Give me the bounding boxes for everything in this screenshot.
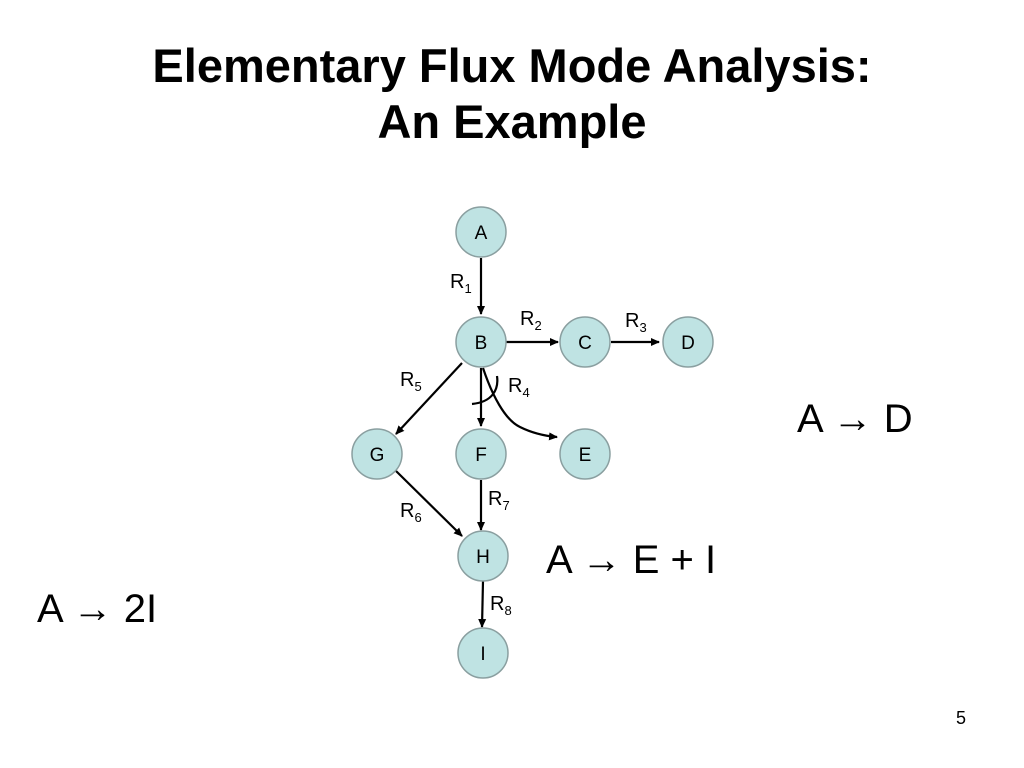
edge-r4-junction-arc — [471, 375, 499, 406]
reaction-label-r7: R7 — [488, 488, 510, 513]
metabolite-node-a: A — [455, 206, 507, 258]
reaction-label-r6: R6 — [400, 500, 422, 525]
edge-r4-to-e — [481, 367, 558, 441]
mode-a-to-d: A → D — [797, 397, 913, 441]
mode-a-to-e-plus-i: A → E + I — [546, 538, 717, 582]
svg-text:E: E — [579, 445, 592, 466]
edge-r5 — [395, 362, 463, 435]
svg-text:C: C — [578, 333, 592, 354]
metabolite-node-e: E — [559, 428, 611, 480]
metabolite-node-b: B — [455, 316, 507, 368]
reaction-label-r8: R8 — [490, 593, 512, 618]
metabolite-node-h: H — [457, 530, 509, 582]
svg-text:A: A — [475, 223, 488, 244]
page-number: 5 — [955, 708, 966, 728]
reaction-label-r5: R5 — [400, 369, 422, 394]
metabolite-node-f: F — [455, 428, 507, 480]
reaction-label-r2: R2 — [520, 308, 542, 333]
slide-title: Elementary Flux Mode Analysis: An Exampl… — [0, 38, 1024, 150]
svg-text:B: B — [475, 333, 488, 354]
edge-r6 — [394, 469, 463, 537]
svg-text:D: D — [681, 333, 695, 354]
edge-r8 — [478, 580, 487, 628]
metabolite-node-i: I — [457, 627, 509, 679]
reaction-label-r3: R3 — [625, 310, 647, 335]
metabolite-node-c: C — [559, 316, 611, 368]
metabolite-node-g: G — [351, 428, 403, 480]
mode-a-to-2i: A → 2I — [37, 587, 158, 631]
svg-text:F: F — [475, 445, 487, 466]
reaction-label-r4: R4 — [508, 375, 530, 400]
title-line-1: Elementary Flux Mode Analysis: — [152, 39, 872, 92]
title-line-2: An Example — [377, 95, 647, 148]
metabolite-node-d: D — [662, 316, 714, 368]
reaction-label-r1: R1 — [450, 271, 472, 296]
svg-text:I: I — [480, 644, 485, 665]
svg-text:G: G — [370, 445, 385, 466]
svg-text:H: H — [476, 547, 490, 568]
